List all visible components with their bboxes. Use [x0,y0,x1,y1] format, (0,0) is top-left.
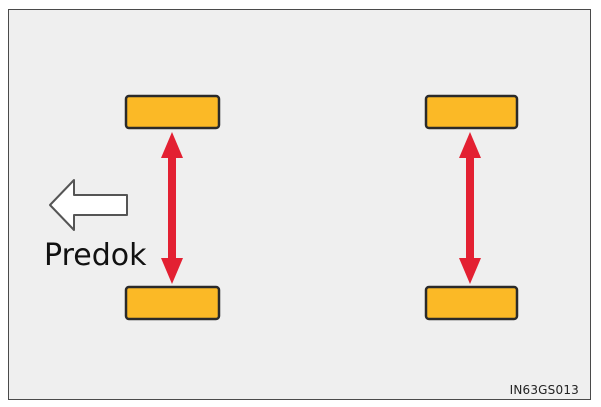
front-right-wheel [424,94,519,130]
front-left-wheel [124,94,221,130]
left-arrow-icon [49,179,128,231]
rear-left-wheel [124,285,221,321]
image-code: IN63GS013 [509,383,579,397]
right-double-headed-vertical-arrow-icon [459,132,481,284]
left-double-headed-vertical-arrow-icon [161,132,183,284]
rear-right-wheel [424,285,519,321]
direction-label: Predok [44,238,147,273]
